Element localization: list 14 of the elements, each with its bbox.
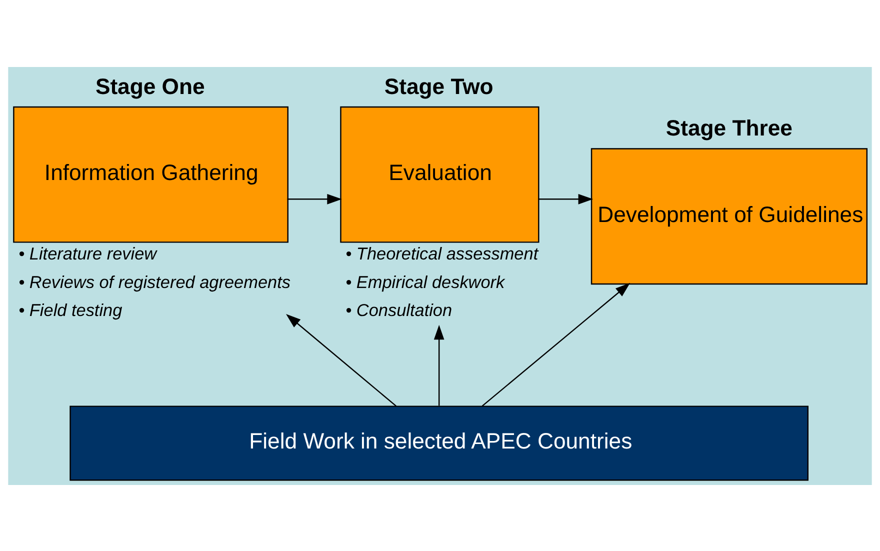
node-label: • Field testing <box>18 300 122 320</box>
node-label: • Empirical deskwork <box>346 271 505 292</box>
arrow <box>482 282 630 406</box>
node-label: • Consultation <box>346 300 452 320</box>
node-label: Stage One <box>95 73 205 98</box>
arrow <box>286 313 397 406</box>
arrow <box>538 194 594 204</box>
node-label: • Literature review <box>18 243 157 264</box>
arrow <box>434 324 444 406</box>
node-label: Stage Two <box>384 73 494 98</box>
node-label: Stage Three <box>666 115 792 140</box>
node-label: • Reviews of registered agreements <box>18 271 290 292</box>
node-label: • Theoretical assessment <box>346 243 538 264</box>
arrow <box>287 194 342 204</box>
